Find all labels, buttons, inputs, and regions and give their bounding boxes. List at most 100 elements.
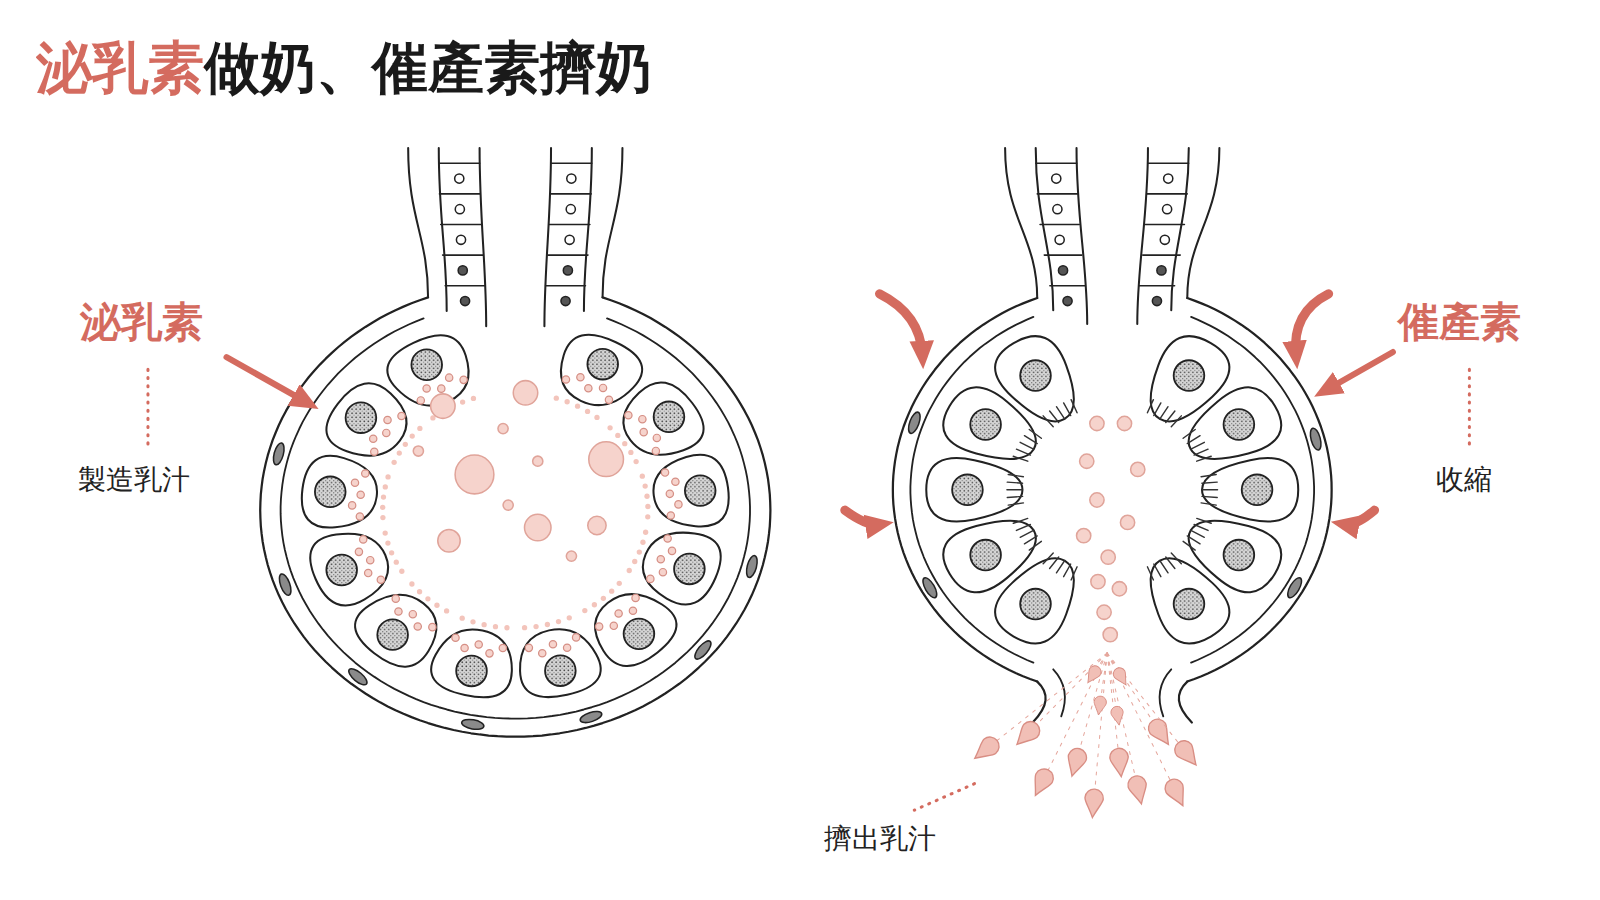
myoepithelial-nucleus [920, 576, 939, 600]
secretion-granule [417, 426, 422, 431]
microvilli [1202, 489, 1217, 490]
secretion-granule [525, 644, 532, 651]
secretory-cell [926, 458, 1022, 521]
microvilli [1029, 541, 1041, 550]
secretory-cell [943, 521, 1036, 593]
milk-drop [1063, 746, 1088, 778]
alveolus-opening [1179, 682, 1192, 723]
microvilli [1050, 557, 1059, 568]
secretion-granule [563, 644, 570, 651]
secretion-granule [601, 596, 606, 601]
microvilli [1016, 524, 1030, 530]
secretion-granule [395, 608, 402, 615]
milk-drop [1109, 747, 1130, 777]
duct-cell-border [443, 254, 483, 256]
duct-cell-border [1050, 285, 1085, 287]
duct-cell-border [439, 162, 480, 164]
cell-nucleus [411, 349, 442, 380]
microvilli [1194, 449, 1208, 455]
duct-nucleus [460, 296, 469, 305]
duct-nucleus [1152, 296, 1161, 305]
milk-droplet [1090, 416, 1104, 430]
microvilli [1171, 416, 1181, 427]
duct-cell-border [439, 193, 480, 195]
hormone-arrow [227, 357, 307, 402]
microvilli [1187, 536, 1200, 544]
secretion-granule [556, 619, 561, 624]
secretion-granule [653, 434, 660, 441]
secretion-granule [647, 575, 654, 582]
milk-droplet [431, 394, 455, 418]
secretion-granule [380, 505, 385, 510]
microvilli [1147, 400, 1153, 413]
secretory-cell [326, 383, 406, 455]
cell-nucleus [1224, 409, 1255, 440]
leader-line [914, 784, 974, 811]
secretion-granule [481, 622, 486, 627]
duct-cell-border [1143, 254, 1180, 256]
microvilli [1183, 429, 1195, 438]
microvilli [1008, 474, 1023, 476]
secretory-cell [995, 336, 1074, 421]
myoepithelial-layer [281, 318, 750, 718]
leader-line [146, 369, 149, 451]
milk-drop [1171, 737, 1203, 771]
milk-droplet [588, 516, 606, 534]
microvilli [1043, 553, 1053, 564]
secretion-granule [429, 623, 436, 630]
milk-droplet [1103, 628, 1117, 642]
duct-wall [1137, 148, 1148, 324]
secretory-cell [623, 382, 703, 454]
microvilli [1007, 482, 1022, 483]
spray-line [1029, 653, 1108, 733]
secretion-granule [615, 433, 620, 438]
duct-nucleus [563, 266, 572, 275]
duct-wall [408, 148, 428, 297]
spray-line [1107, 653, 1159, 731]
microvilli [1024, 536, 1037, 544]
milk-drop [1162, 776, 1191, 810]
secretion-granule [377, 576, 384, 583]
cell-nucleus [1242, 474, 1273, 505]
microvilli [1071, 567, 1077, 580]
duct-cell-border [1147, 193, 1187, 195]
duct-wall [544, 148, 551, 326]
secretion-granule [675, 501, 682, 508]
hormone-arrow [1327, 352, 1393, 390]
microvilli [1050, 411, 1059, 422]
secretion-granule [410, 433, 415, 438]
microvilli [1194, 524, 1208, 530]
secretion-granule [460, 399, 465, 404]
spray-line [1107, 653, 1138, 788]
cell-nucleus [1174, 360, 1205, 391]
milk-droplet [513, 381, 537, 405]
cell-nucleus [377, 619, 408, 650]
milk-droplet [438, 530, 460, 552]
milk-drop [1027, 766, 1056, 800]
secretion-granule [356, 513, 363, 520]
duct-cell-border [1040, 224, 1079, 226]
duct-nucleus [1157, 266, 1166, 275]
secretion-granule [486, 650, 493, 657]
secretion-granule [632, 559, 637, 564]
secretion-granule [533, 624, 538, 629]
secretion-granule [357, 491, 364, 498]
alveolus-opening [1033, 682, 1046, 723]
duct-cell-border [1044, 254, 1081, 256]
spray-line [988, 653, 1107, 748]
duct-nucleus [567, 174, 576, 183]
duct-nucleus [565, 235, 574, 244]
secretion-granule [652, 447, 659, 454]
microvilli [1024, 436, 1037, 444]
secretion-granule [367, 557, 374, 564]
milk-droplet [1091, 574, 1105, 588]
secretion-granule [417, 589, 422, 594]
secretory-cell [431, 629, 512, 697]
milk-drop [1110, 705, 1125, 726]
cell-nucleus [970, 540, 1001, 571]
spray-line [1043, 653, 1107, 781]
cell-nucleus [674, 554, 705, 585]
secretory-cell [387, 335, 468, 405]
milk-droplet [1117, 416, 1131, 430]
secretion-granule [666, 490, 673, 497]
